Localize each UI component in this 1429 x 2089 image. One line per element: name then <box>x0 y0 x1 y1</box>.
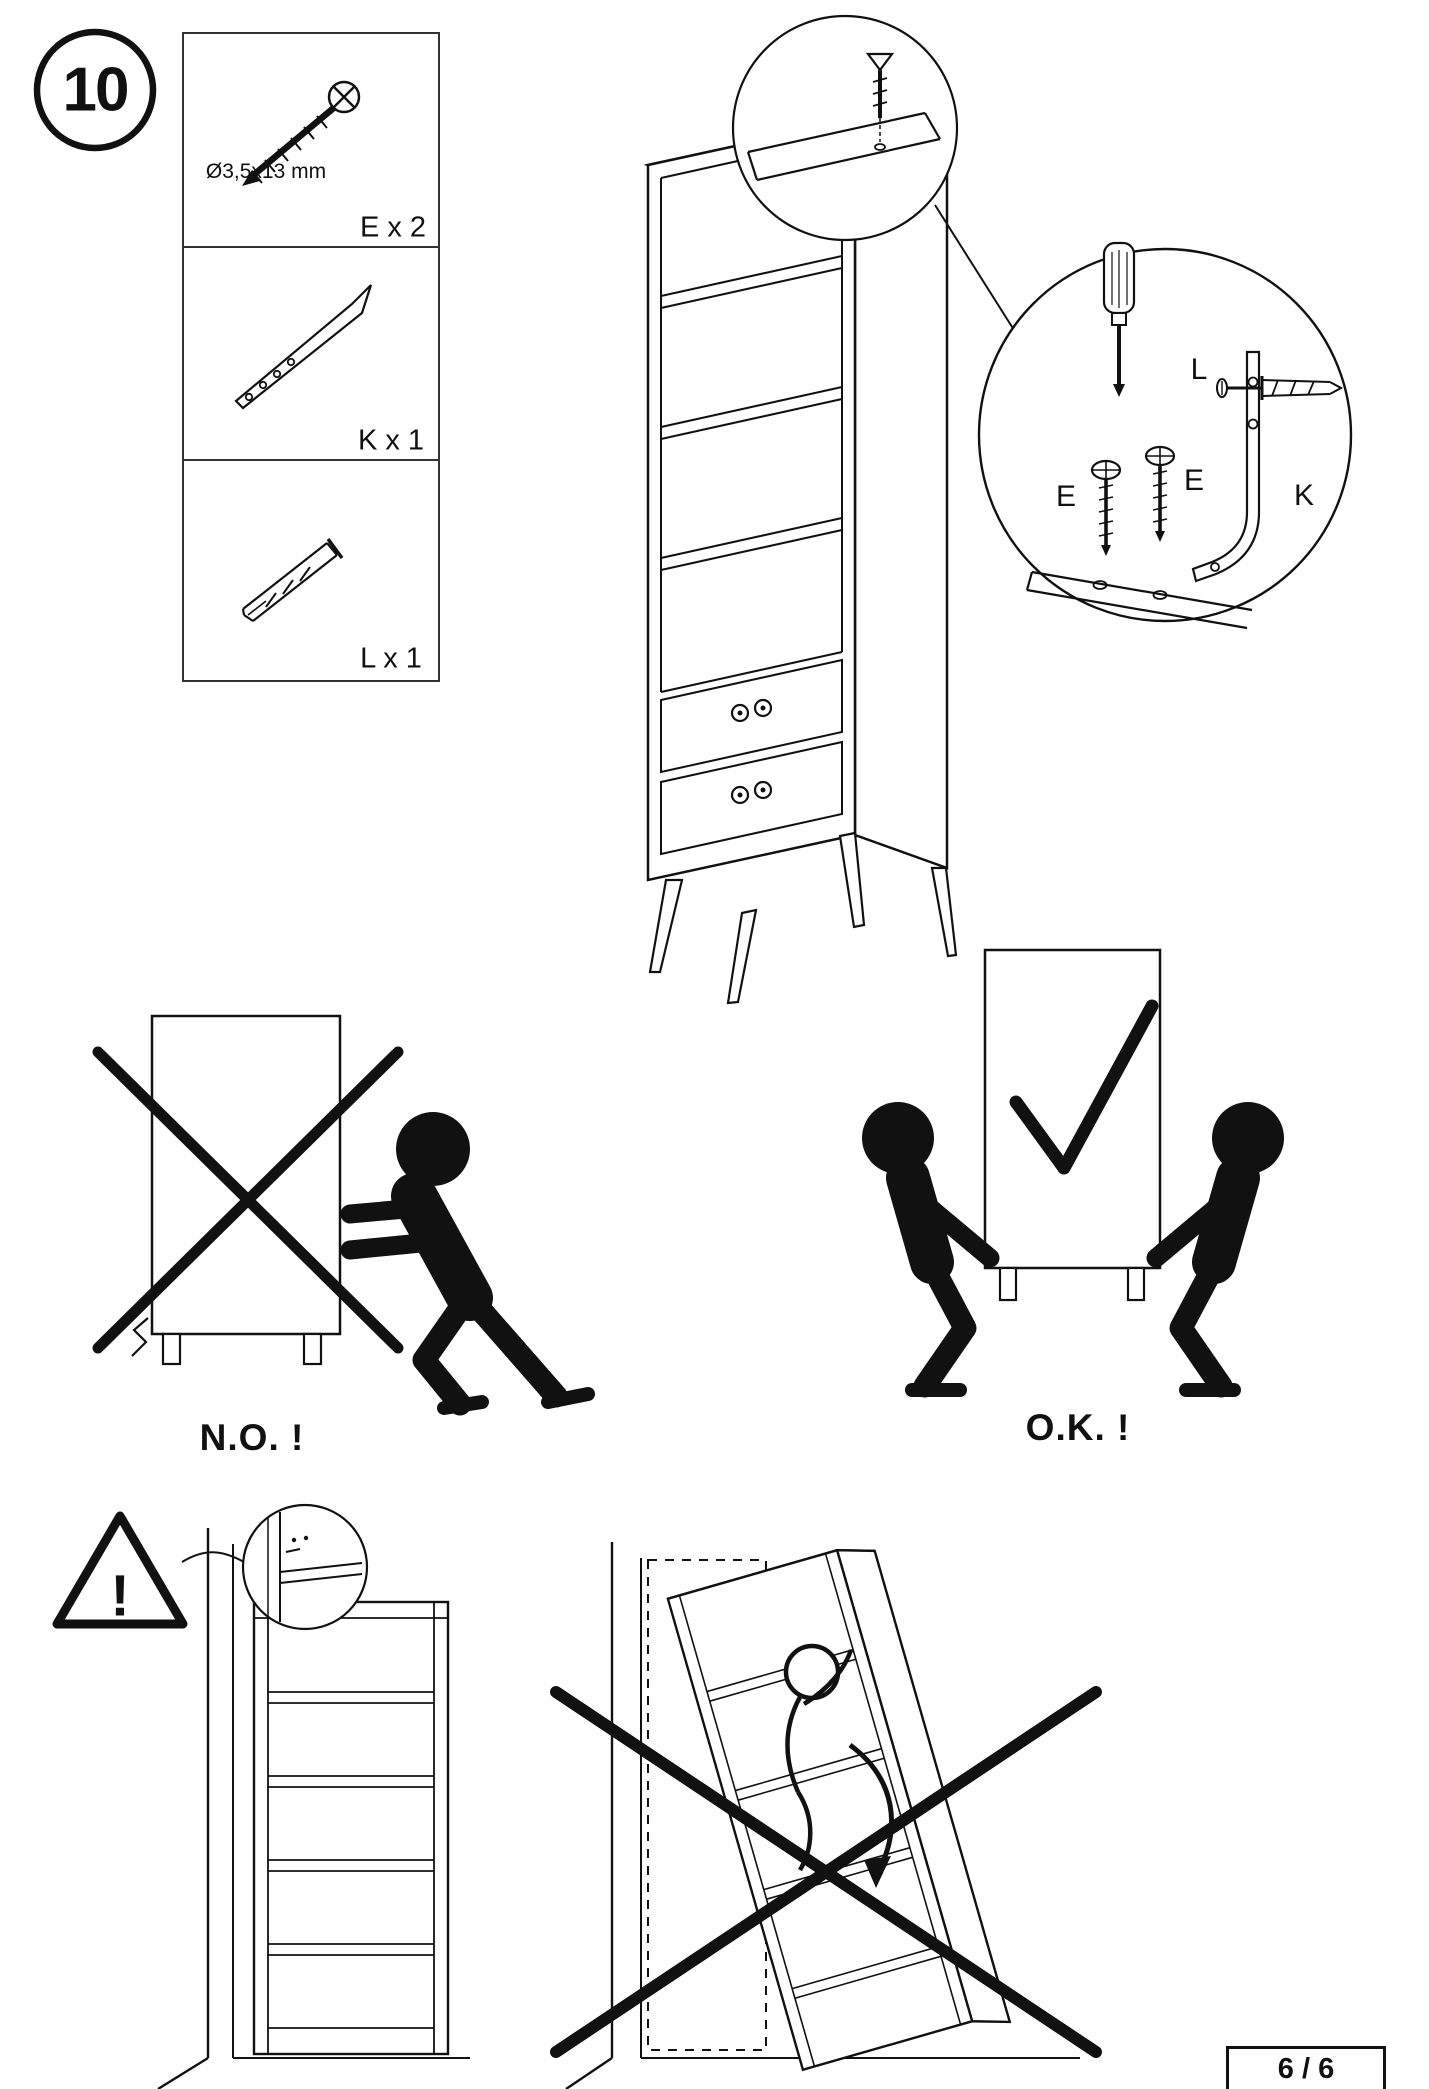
wall-plug-icon <box>241 537 344 622</box>
wall-anchor-scene <box>52 1503 470 2089</box>
screw-into-top-icon <box>865 52 895 151</box>
detail-label-screw-left: E <box>1055 480 1077 513</box>
bookcase-front-icon <box>252 1600 450 2056</box>
detail-label-screw-right: E <box>1183 464 1205 497</box>
part-e-quantity: E x 2 <box>359 211 427 244</box>
wall-lines <box>157 1528 470 2089</box>
wall-gap-magnifier-circle <box>241 1503 369 1631</box>
part-l-quantity: L x 1 <box>360 642 422 675</box>
wall-plug-l-icon <box>1216 376 1344 400</box>
tipping-hazard-scene <box>550 1542 1102 2089</box>
step-number: 10 <box>62 55 130 125</box>
no-caption: N.O. ! <box>199 1417 305 1458</box>
anti-tip-strap-icon <box>234 284 373 410</box>
cross-icon <box>92 1046 404 1354</box>
checkmark-icon <box>1009 999 1159 1175</box>
cabinet-legs <box>648 831 958 1005</box>
countersunk-screw-icon <box>242 80 361 186</box>
ok-caption: O.K. ! <box>1025 1407 1131 1448</box>
wall-corner-lines <box>565 1542 1080 2089</box>
part-e-dimension: Ø3,5x13 mm <box>205 160 327 183</box>
drawer-knobs <box>730 698 773 805</box>
warning-exclamation: ! <box>110 1563 130 1629</box>
no-pictogram <box>92 1014 595 1416</box>
person-lifting-right-icon <box>1146 1102 1284 1398</box>
page-indicator: 6 / 6 <box>1277 2052 1335 2085</box>
warning-triangle-icon <box>52 1511 188 1629</box>
screwdriver-icon <box>1102 241 1136 397</box>
ok-pictogram <box>862 948 1284 1398</box>
screw-e-left-icon <box>1090 459 1122 556</box>
part-k-quantity: K x 1 <box>357 424 425 457</box>
page-number-box: 6 / 6 <box>1226 2046 1386 2089</box>
top-magnifier-circle <box>731 14 959 242</box>
detail-label-wall-plug: L <box>1190 353 1208 386</box>
person-lifting-left-icon <box>862 1102 1000 1398</box>
cabinet-top-surface <box>1025 570 1253 630</box>
cabinet-illustration <box>643 118 958 1005</box>
tipping-crack-mark <box>131 1317 149 1357</box>
tipping-arrow-icon <box>848 1742 895 1888</box>
parts-panel <box>182 32 440 682</box>
hardware-detail-circle <box>977 241 1353 630</box>
person-pushing-icon <box>340 1112 595 1416</box>
step-badge-circle <box>33 28 157 152</box>
magnifier-leader-line <box>934 204 1015 331</box>
detail-label-bracket: K <box>1293 479 1315 512</box>
bracket-k-icon <box>1191 350 1261 583</box>
screw-e-right-icon <box>1144 445 1176 542</box>
cross-icon <box>550 1686 1102 2058</box>
tilted-bookcase-icon <box>666 1548 1012 2072</box>
